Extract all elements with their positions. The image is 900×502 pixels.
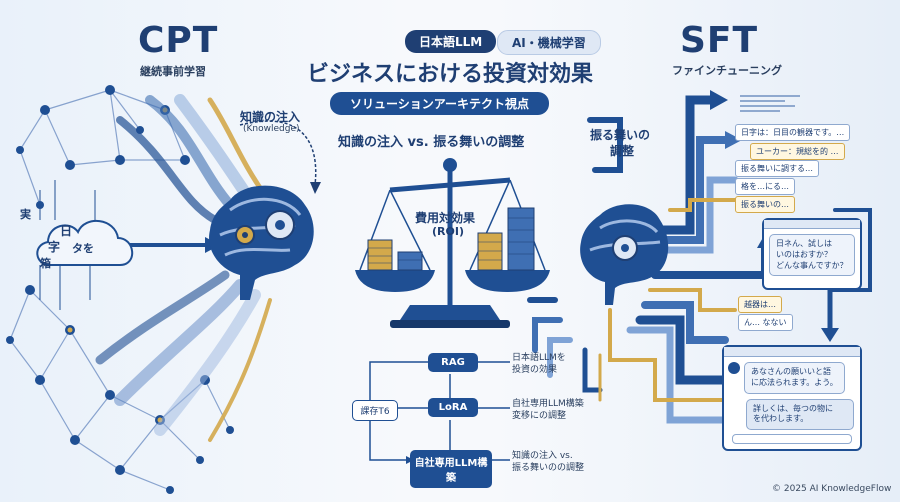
cloud-char-4: 箱 <box>40 257 51 270</box>
behavior-label-line2: 調整 <box>610 144 635 158</box>
knowledge-en-label: (Knowledge) <box>243 124 300 134</box>
sft-chip: 振る舞いの… <box>735 196 795 213</box>
roi-label: 費用対効果 <box>415 211 476 225</box>
flow-node-left: 課存T6 <box>352 400 398 421</box>
cloud-char-2: 字 <box>48 240 61 254</box>
sft-text-lines <box>740 92 810 115</box>
coin-stacks <box>367 207 535 271</box>
flow-connectors <box>355 361 510 461</box>
sft-title: SFT <box>680 20 759 61</box>
cloud-char-0: 実 <box>20 208 31 221</box>
cloud-char-1: 日 <box>60 224 73 238</box>
sft-brain-icon <box>580 204 669 305</box>
chat-bubble-1: 日ネん、試しは いのはおすか？ どんな事んですか？ <box>769 234 855 277</box>
knowledge-arrow <box>239 120 317 186</box>
tag-ai-ml: AI・機械学習 <box>497 30 601 55</box>
lora-note: 自社専用LLM構築 変移にの調整 <box>512 399 584 421</box>
cpt-subtitle: 継続事前学習 <box>140 65 206 78</box>
chat-input[interactable] <box>732 434 852 444</box>
tag-japanese-llm: 日本語LLM <box>405 30 497 53</box>
avatar <box>728 362 740 374</box>
flow-node-rag: RAG <box>428 353 478 372</box>
flow-node-custom-llm: 自社専用LLM構築 <box>410 450 492 488</box>
compare-title: 知識の注入 vs. 振る舞いの調整 <box>338 135 525 150</box>
cloud-char-3: タを <box>72 242 94 255</box>
subtitle-badge: ソリューションアーキテクト視点 <box>330 92 550 115</box>
behavior-label-line1: 振る舞いの <box>590 128 651 142</box>
sft-chip: 越器は… <box>738 296 782 313</box>
main-title: ビジネスにおける投資対効果 <box>306 62 593 87</box>
text-cloud-icon <box>36 219 134 266</box>
sft-chip: 日字は：日目の観器です。… <box>735 124 851 141</box>
rag-note: 日本語LLMを 投資の効果 <box>512 353 566 375</box>
cpt-network-lines <box>9 89 231 491</box>
sft-subtitle: ファインチューニング <box>672 64 782 77</box>
sft-chip: ん… なない <box>738 314 793 331</box>
cpt-data-ribbons <box>95 94 272 442</box>
roi-en-label: (ROI) <box>432 225 464 238</box>
sft-chip: 格を…にる… <box>735 178 795 195</box>
sft-chip: 振る舞いに調する… <box>735 160 819 177</box>
chat-bubble-3: 詳しくは、毎つの物に を代わします。 <box>746 398 854 431</box>
sft-chip: ユーカー：規総を的 … <box>750 143 845 160</box>
chat-window-2: あなさんの願いいと語 に応法られます。よう。 詳しくは、毎つの物に を代わします… <box>722 345 862 451</box>
chat-bubble-2: あなさんの願いいと語 に応法られます。よう。 <box>744 362 845 394</box>
custom-note: 知識の注入 vs. 振る舞いのの調整 <box>512 451 585 473</box>
footer-copyright: © 2025 AI KnowledgeFlow <box>772 484 892 494</box>
cpt-title: CPT <box>138 20 219 61</box>
sft-pipes <box>527 95 872 424</box>
flow-node-lora: LoRA <box>428 398 478 417</box>
cpt-brain-icon <box>209 185 314 300</box>
knowledge-label: 知識の注入 <box>240 110 301 124</box>
roi-scale <box>355 158 550 328</box>
chat-window-1: 日ネん、試しは いのはおすか？ どんな事んですか？ <box>762 218 862 290</box>
